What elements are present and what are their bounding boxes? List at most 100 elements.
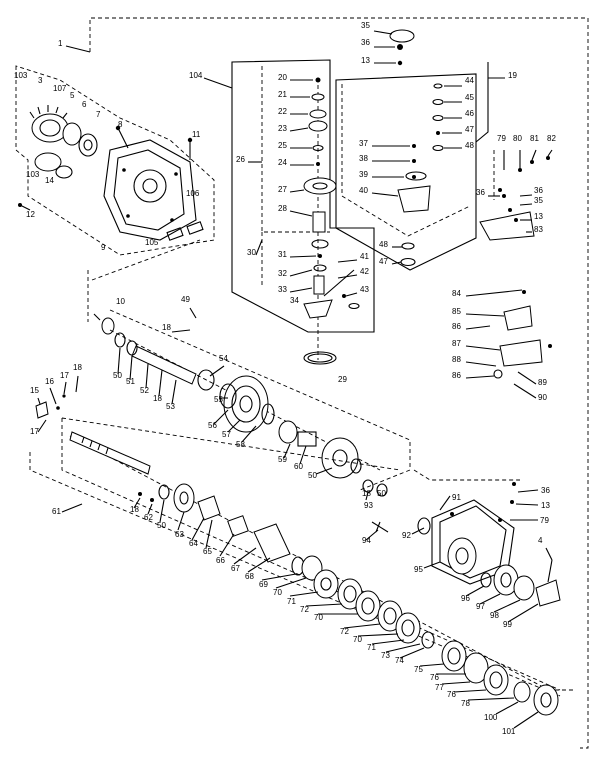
- callout-c80: 80: [513, 134, 522, 143]
- callout-c86a: 86: [452, 322, 461, 331]
- callout-c83: 83: [534, 225, 543, 234]
- callout-c103a: 103: [14, 71, 28, 80]
- callout-c70b: 70: [314, 613, 323, 622]
- callout-c81: 81: [530, 134, 539, 143]
- callout-c36a: 36: [361, 38, 370, 47]
- callout-c36b: 36: [476, 188, 485, 197]
- callout-c97: 97: [476, 602, 485, 611]
- callout-c47a: 47: [465, 125, 474, 134]
- callout-c13b: 13: [534, 212, 543, 221]
- callout-c24: 24: [278, 158, 287, 167]
- callout-c64: 64: [189, 539, 198, 548]
- callout-c61: 61: [52, 507, 61, 516]
- callout-c28: 28: [278, 204, 287, 213]
- callout-c79b: 79: [540, 516, 549, 525]
- callout-c6: 6: [82, 100, 87, 109]
- callout-c27: 27: [278, 185, 287, 194]
- callout-c5: 5: [70, 91, 75, 100]
- callout-c84: 84: [452, 289, 461, 298]
- callout-c90: 90: [538, 393, 547, 402]
- callout-c59: 59: [278, 455, 287, 464]
- callout-c54: 54: [219, 354, 228, 363]
- callout-c17a: 17: [60, 371, 69, 380]
- callout-c17b: 17: [30, 427, 39, 436]
- callout-c76a: 76: [430, 673, 439, 682]
- callout-c52: 52: [140, 386, 149, 395]
- callout-c93: 93: [364, 501, 373, 510]
- callout-c50b: 50: [308, 471, 317, 480]
- callout-c89: 89: [538, 378, 547, 387]
- callout-c62: 62: [144, 513, 153, 522]
- callout-c50a: 50: [113, 371, 122, 380]
- callout-c79a: 79: [497, 134, 506, 143]
- callout-c98: 98: [490, 611, 499, 620]
- callout-c34: 34: [290, 296, 299, 305]
- callout-c20: 20: [278, 73, 287, 82]
- callout-c101: 101: [502, 727, 516, 736]
- bracket-group: [465, 149, 553, 399]
- callout-c48a: 48: [465, 141, 474, 150]
- callout-c16: 16: [45, 377, 54, 386]
- callout-c32: 32: [278, 269, 287, 278]
- callout-c18a: 18: [162, 323, 171, 332]
- callout-c9: 9: [101, 243, 106, 252]
- callout-c36c: 36: [534, 186, 543, 195]
- differential-group: [362, 469, 561, 623]
- callout-c77: 77: [435, 683, 444, 692]
- callout-c107: 107: [53, 84, 67, 93]
- callout-c35b: 35: [534, 196, 543, 205]
- callout-c106: 106: [186, 189, 200, 198]
- shifter-group: [203, 59, 375, 365]
- callout-c71a: 71: [287, 597, 296, 606]
- callout-c13c: 13: [541, 501, 550, 510]
- callout-c18d: 18: [130, 505, 139, 514]
- callout-labels: 1103310756781031412910510611104353613192…: [14, 21, 556, 736]
- callout-c4: 4: [538, 536, 543, 545]
- callout-c19: 19: [508, 71, 517, 80]
- callout-c92: 92: [402, 531, 411, 540]
- callout-c82: 82: [547, 134, 556, 143]
- callout-c95: 95: [414, 565, 423, 574]
- callout-c67: 67: [231, 564, 240, 573]
- callout-c74: 74: [395, 656, 404, 665]
- callout-c37: 37: [359, 139, 368, 148]
- callout-c12: 12: [26, 210, 35, 219]
- callout-c46: 46: [465, 109, 474, 118]
- callout-c31: 31: [278, 250, 287, 259]
- callout-c73: 73: [381, 651, 390, 660]
- callout-c58: 58: [236, 440, 245, 449]
- callout-c87: 87: [452, 339, 461, 348]
- callout-c94: 94: [362, 536, 371, 545]
- callout-c38: 38: [359, 154, 368, 163]
- callout-c53: 53: [166, 402, 175, 411]
- callout-c14: 14: [45, 176, 54, 185]
- callout-c50c: 50: [157, 521, 166, 530]
- callout-c11: 11: [192, 130, 201, 139]
- callout-c88: 88: [452, 355, 461, 364]
- callout-c40: 40: [359, 186, 368, 195]
- callout-c57: 57: [222, 430, 231, 439]
- callout-c70c: 70: [353, 635, 362, 644]
- callout-c96: 96: [461, 594, 470, 603]
- callout-c44: 44: [465, 76, 474, 85]
- callout-c51: 51: [126, 377, 135, 386]
- callout-c100: 100: [484, 713, 498, 722]
- callout-c75: 75: [414, 665, 423, 674]
- upper-right-group: [323, 29, 505, 310]
- callout-c60: 60: [294, 462, 303, 471]
- callout-c8: 8: [118, 120, 123, 129]
- callout-c21: 21: [278, 90, 287, 99]
- callout-c3: 3: [38, 76, 43, 85]
- callout-c63: 63: [175, 530, 184, 539]
- callout-c91: 91: [452, 493, 461, 502]
- callout-c41: 41: [360, 252, 369, 261]
- callout-c103b: 103: [26, 170, 40, 179]
- callout-c47b: 47: [379, 257, 388, 266]
- countershaft-group: [87, 239, 411, 491]
- callout-c66: 66: [216, 556, 225, 565]
- callout-c43: 43: [360, 285, 369, 294]
- callout-c86b: 86: [452, 371, 461, 380]
- callout-c105: 105: [145, 238, 159, 247]
- callout-c30: 30: [247, 248, 256, 257]
- callout-c76b: 76: [447, 690, 456, 699]
